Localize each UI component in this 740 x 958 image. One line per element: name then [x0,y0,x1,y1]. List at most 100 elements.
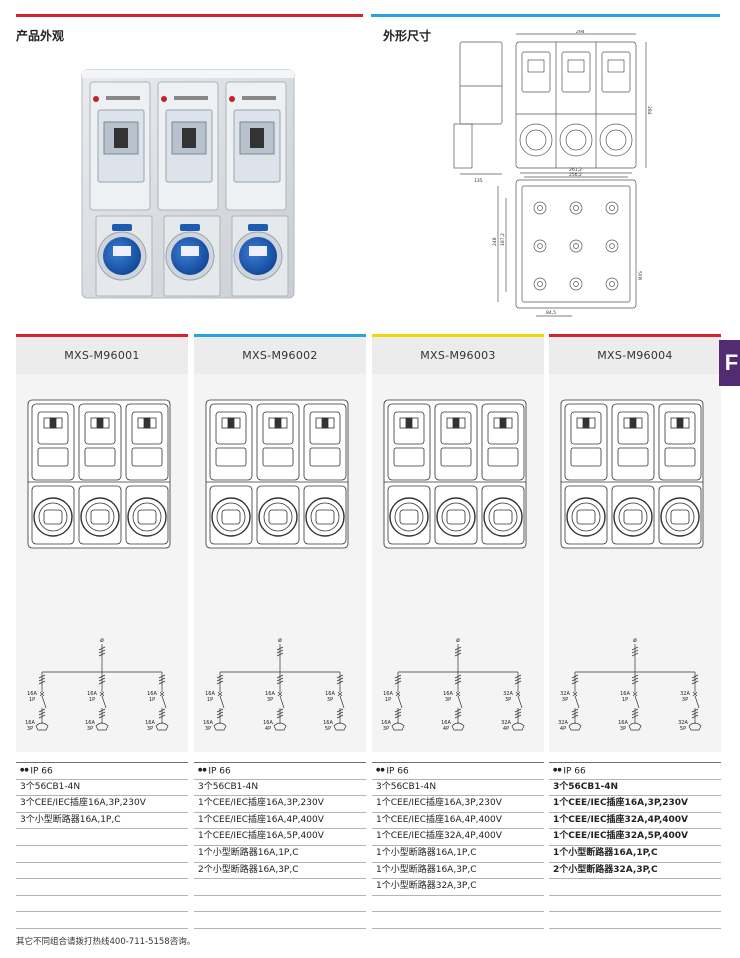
spec-text: 3个56CB1-4N [376,781,437,792]
breaker-pole-label: 3P [682,697,688,703]
circuit-diagram [35,644,169,731]
column-color-bar [372,334,544,337]
enclosure-drawing [383,399,527,549]
spec-row [549,879,721,896]
spec-text: 2个小型断路器16A,3P,C [198,864,299,875]
breaker-amp-label: 16A [325,691,335,697]
dim-mount-depth: 84,5 [546,310,556,316]
socket-drawing [613,497,653,537]
circuit-branch [95,672,109,731]
breaker-pole-label: 1P [385,697,391,703]
breaker-pole-label: 1P [29,697,35,703]
socket-drawing [305,497,345,537]
product-photo [81,69,295,299]
model-name: MXS-M96001 [16,337,188,374]
spec-row: 1个CEE/IEC插座16A,3P,230V [194,796,366,813]
main-label: ø [100,637,104,644]
enclosure-drawing [560,399,704,549]
water-drop-icon: ●● [198,767,209,773]
spec-text: 3个CEE/IEC插座16A,3P,230V [20,798,146,809]
socket-pole-label: 3P [205,726,211,732]
breaker-amp-label: 32A [680,691,690,697]
socket-pole-label: 3P [620,726,626,732]
breaker-pole-label: 3P [562,697,568,703]
socket-amp-label: 16A [85,720,95,726]
breaker-symbol [159,691,165,697]
water-drop-icon: ●● [553,767,564,773]
circuit-branch [688,672,702,731]
breaker-amp-label: 16A [147,691,157,697]
socket-drawing [211,497,251,537]
socket-symbol [628,722,642,731]
spec-text: 1个CEE/IEC插座16A,3P,230V [198,798,324,809]
main-label: ø [633,637,637,644]
spec-row: 1个CEE/IEC插座16A,3P,230V [549,796,721,813]
breaker-symbol [217,691,223,697]
circuit-diagram [213,644,347,731]
dim-mount-width-outer: 261,2 [569,167,582,173]
spec-row: ●● IP 66 [194,762,366,780]
socket-amp-label: 16A [381,720,391,726]
dim-height: 284 [646,106,652,115]
spec-text: 1个小型断路器16A,1P,C [553,847,658,858]
spec-row: 1个小型断路器16A,1P,C [372,846,544,863]
breaker-pole-label: 3P [445,697,451,703]
circuit-branch [35,672,49,731]
spec-text: 3个小型断路器16A,1P,C [20,814,121,825]
dim-mount-height-inner: 187,2 [500,233,506,246]
spec-row: 1个小型断路器32A,3P,C [372,879,544,896]
spec-row [549,896,721,913]
socket-symbol [568,722,582,731]
spec-text: 1个CEE/IEC插座32A,4P,400V [376,831,502,842]
spec-row [16,912,188,929]
breaker-pole-label: 1P [622,697,628,703]
circuit-branch [628,672,642,731]
socket-symbol [273,722,287,731]
spec-text: 1个CEE/IEC插座16A,3P,230V [376,798,502,809]
socket-pole-label: 4P [560,726,566,732]
circuit-branch [511,672,525,731]
spec-text: 1个CEE/IEC插座32A,4P,400V [553,814,689,825]
column-color-bar [549,334,721,337]
spec-text: 1个CEE/IEC插座16A,4P,400V [376,814,502,825]
circuit-branch [568,672,582,731]
enclosure-module [157,81,221,297]
spec-row [549,912,721,929]
indicator-light [229,96,235,102]
enclosure-drawing [205,399,349,549]
socket-amp-label: 32A [558,720,568,726]
enclosure-drawing [27,399,171,549]
socket-amp-label: 16A [441,720,451,726]
spec-row [16,896,188,913]
socket-symbol [451,722,465,731]
spec-text: 1个CEE/IEC插座16A,5P,400V [198,831,324,842]
breaker-symbol [455,691,461,697]
breaker-symbol [277,691,283,697]
enclosure-module [225,81,289,297]
main-label: ø [278,637,282,644]
socket-drawing [258,497,298,537]
socket-amp-label: 32A [501,720,511,726]
circuit-branch [333,672,347,731]
spec-text: 1个小型断路器16A,3P,C [376,864,477,875]
breaker-symbol [39,691,45,697]
spec-row: 1个CEE/IEC插座32A,4P,400V [372,829,544,846]
section-tab[interactable]: F [719,340,740,386]
socket-drawing [33,497,73,537]
breaker-symbol [572,691,578,697]
circuit-branch [155,672,169,731]
spec-row: 3个CEE/IEC插座16A,3P,230V [16,796,188,813]
circuit-branch [213,672,227,731]
spec-text: 3个56CB1-4N [198,781,259,792]
spec-text: 3个56CB1-4N [553,781,619,792]
breaker-symbol [692,691,698,697]
socket-drawing [127,497,167,537]
dimension-drawing: 294 284 135 261,2 256,2 248 187,2 84,5 M… [453,30,652,317]
spec-row: 3个56CB1-4N [194,780,366,797]
